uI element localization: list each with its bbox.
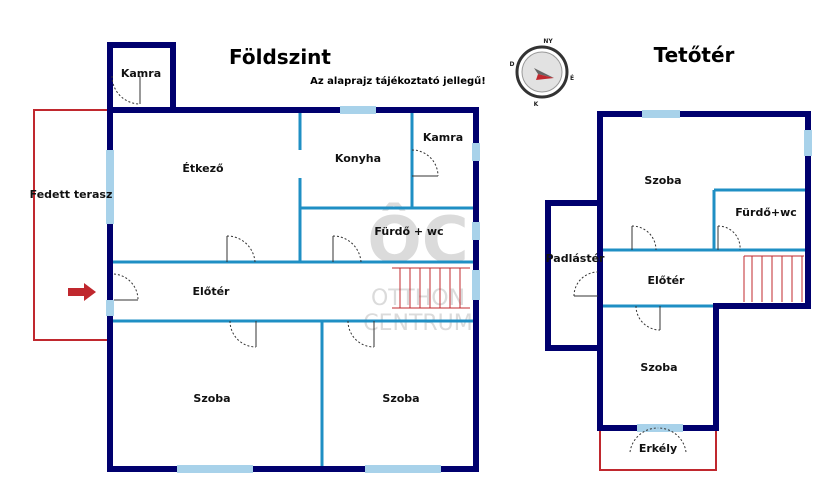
label-room-right: Szoba [382, 392, 419, 405]
balcony-outline [599, 428, 717, 471]
attic-stairs [743, 255, 804, 302]
label-pantry-right: Kamra [423, 131, 463, 144]
compass-label-south: K [534, 101, 539, 108]
compass-icon: NY É K D [510, 38, 575, 108]
compass-label-north: NY [543, 38, 553, 45]
label-covered-terrace: Fedett terasz [30, 188, 113, 201]
attic-interior-walls [600, 188, 808, 308]
watermark: ÔC OTTHON CENTRUM [363, 202, 473, 336]
compass-label-east: É [570, 74, 574, 82]
ground-doors [111, 75, 439, 348]
label-attic-bathroom: Fürdő+wc [735, 206, 797, 219]
ground-interior-walls [110, 110, 476, 469]
ground-floor-title: Földszint [229, 45, 331, 69]
watermark-line2: CENTRUM [363, 311, 473, 336]
attic-windows [637, 110, 812, 432]
ground-stairs [392, 267, 470, 309]
attic-exterior-walls [545, 111, 811, 431]
attic-title: Tetőtér [654, 43, 735, 67]
watermark-initials: ÔC [367, 202, 468, 278]
label-room-left: Szoba [193, 392, 230, 405]
disclaimer-note: Az alaprajz tájékoztató jellegű! [310, 75, 486, 87]
label-attic-room-top: Szoba [644, 174, 681, 187]
watermark-line1: OTTHON [371, 286, 465, 311]
label-attic-room-bottom: Szoba [640, 361, 677, 374]
compass-label-west: D [510, 61, 515, 68]
label-loft: Padlástér [546, 252, 606, 265]
label-ground-hall: Előtér [193, 285, 231, 298]
attic-doors [573, 225, 741, 453]
label-dining: Étkező [182, 162, 224, 175]
label-pantry-top: Kamra [121, 67, 161, 80]
label-attic-hall: Előtér [648, 274, 686, 287]
covered-terrace-outline [33, 109, 110, 341]
ground-windows [106, 106, 480, 473]
label-balcony: Erkély [639, 442, 677, 455]
entrance-arrow-icon [68, 283, 96, 301]
label-kitchen: Konyha [335, 152, 381, 165]
label-ground-bathroom: Fürdő + wc [374, 225, 443, 238]
